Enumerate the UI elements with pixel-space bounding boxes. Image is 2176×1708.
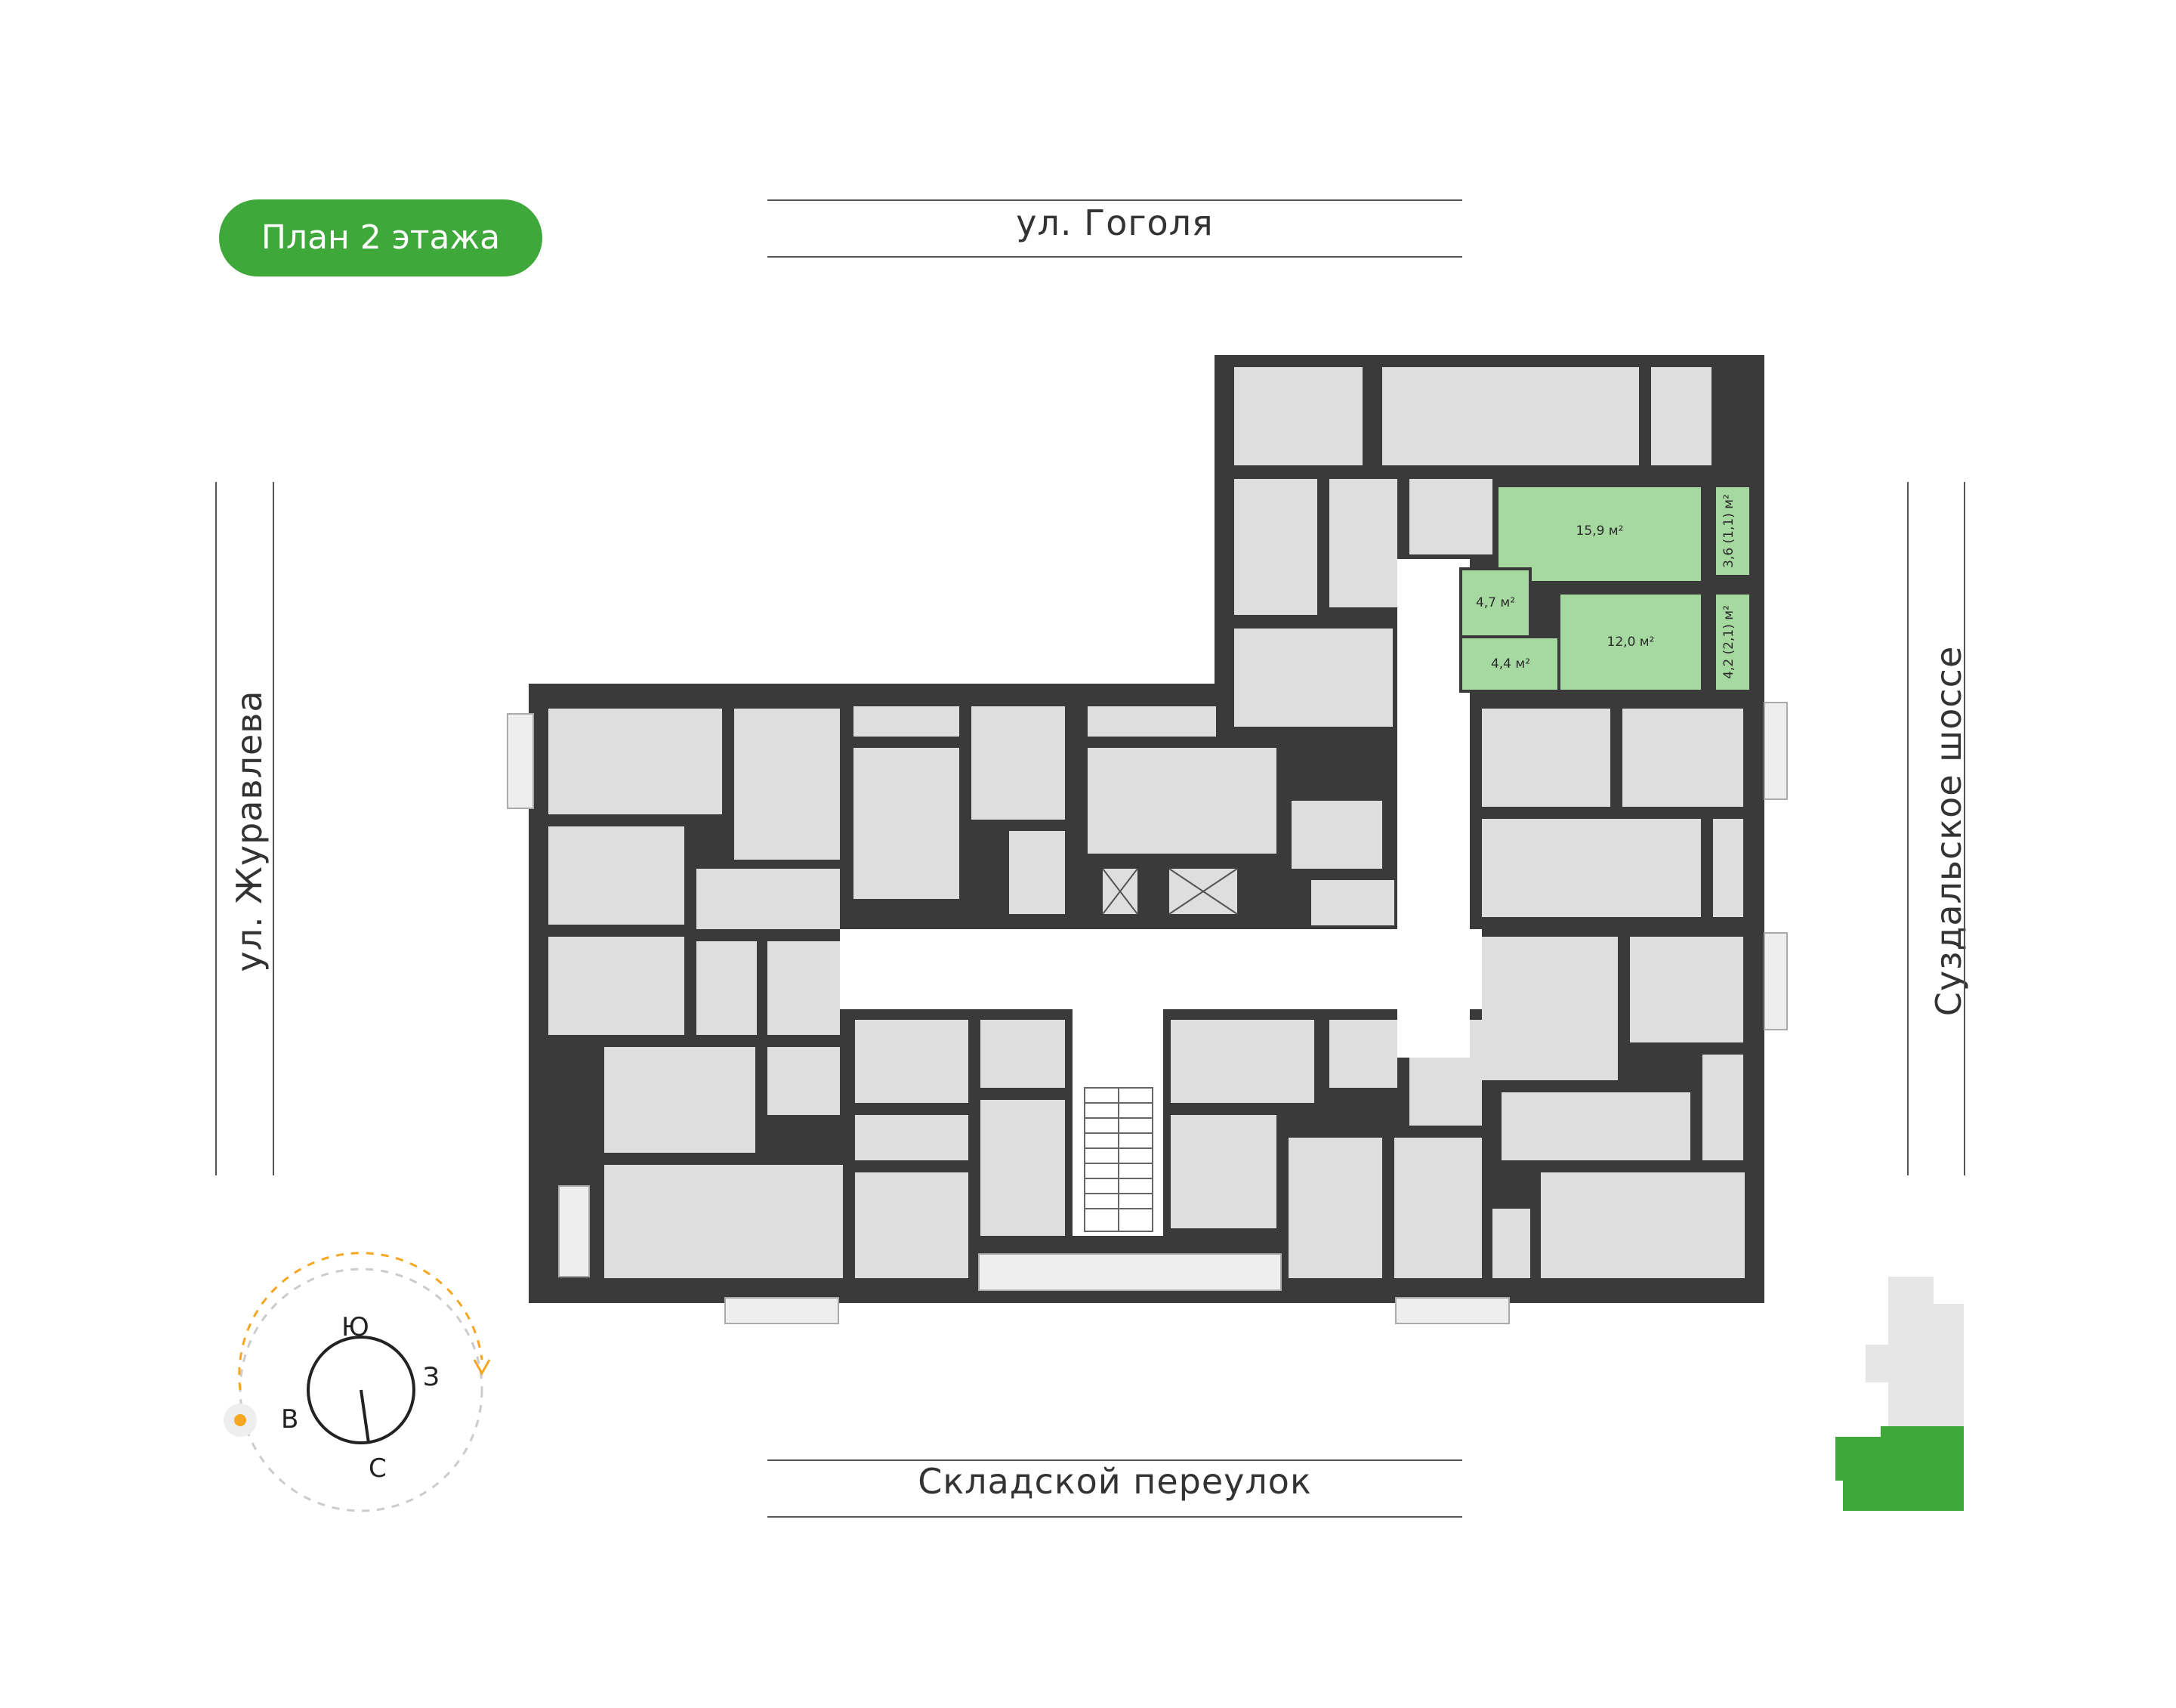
room [604,1047,755,1153]
room [1088,748,1276,854]
room-balcony-2[interactable] [1713,591,1752,693]
area-label-kitchen: 12,0 м² [1607,635,1655,650]
room [1088,706,1216,737]
area-label-bath: 4,4 м² [1491,656,1530,672]
balcony-east-2 [1764,932,1788,1030]
room [548,937,684,1035]
room [853,748,959,899]
room [1234,629,1393,727]
area-label-balcony-1: 3,6 (1,1) м² [1721,494,1736,568]
room [1292,801,1382,869]
room [1234,367,1363,465]
room [1482,819,1701,917]
room [696,941,757,1035]
room [971,706,1065,820]
room [1409,479,1492,554]
compass-dial [307,1336,415,1444]
room-balcony-1[interactable] [1713,484,1752,578]
room-kitchen[interactable] [1557,591,1704,693]
floor-title-badge: План 2 этажа [219,199,542,276]
room [767,1047,840,1115]
room [1329,1020,1397,1088]
room [1482,709,1610,807]
room [1289,1138,1382,1278]
sun-path-arrow [473,1359,491,1376]
compass-east: В [281,1404,298,1435]
room [1171,1020,1314,1103]
room [1630,937,1743,1042]
room [1713,819,1743,917]
elevator-marks [1102,868,1238,915]
corridor-horizontal [840,929,1482,1009]
room [548,709,722,814]
balcony-east-1 [1764,702,1788,800]
room [980,1100,1065,1236]
compass-north: С [369,1453,387,1484]
area-label-hall: 4,7 м² [1476,595,1515,610]
minimap-building [1866,1277,1964,1428]
compass-south: Ю [341,1312,369,1342]
room [1492,1209,1530,1278]
room [980,1020,1065,1088]
room [1651,367,1711,465]
highlighted-apartment [1459,484,1752,693]
room [1702,1055,1743,1160]
balcony-west-2 [558,1185,590,1277]
room [767,941,840,1035]
balcony-west-1 [507,713,534,809]
room-living[interactable] [1495,484,1704,584]
area-label-balcony-2: 4,2 (2,1) м² [1721,605,1736,679]
room [1394,1138,1482,1278]
room [1502,1092,1690,1160]
room [1234,479,1317,615]
rooms [548,367,1745,1278]
elevator-cross [1168,868,1238,915]
room [853,706,959,737]
room [1311,880,1394,925]
minimap-highlight [1835,1426,1964,1511]
room [1622,709,1743,807]
room-bath[interactable] [1459,635,1560,693]
room [1482,937,1618,1080]
room [855,1172,968,1278]
corridors [840,559,1482,1236]
room [1329,479,1397,607]
elevator-cross [1102,868,1138,915]
room [548,826,684,925]
area-label-living: 15,9 м² [1576,524,1624,539]
street-north-label: ул. Гоголя [1016,202,1214,243]
room-area-labels: 15,9 м² 4,7 м² 12,0 м² 4,4 м² 3,6 (1,1) … [1476,494,1736,679]
stairwell [1084,1087,1153,1232]
south-terrace [978,1253,1282,1291]
room [696,869,840,929]
room-hall[interactable] [1459,567,1532,638]
balcony-south-2 [1395,1297,1510,1324]
sun-icon [234,1414,246,1426]
street-lines [215,199,1965,1518]
balconies [507,702,1788,1324]
street-south-label: Складской переулок [918,1461,1312,1502]
room [604,1165,843,1278]
room [855,1020,968,1103]
sun-path-arc [238,1252,483,1391]
site-minimap [1835,1277,1964,1511]
balcony-south-1 [724,1297,839,1324]
room [855,1115,968,1160]
room [1171,1115,1276,1228]
compass-west: З [423,1362,440,1392]
room [734,709,840,860]
room [1009,831,1065,914]
compass: Ю З В С [224,1252,491,1512]
compass-needle [360,1389,370,1444]
room [1382,367,1639,465]
room [1541,1172,1745,1278]
